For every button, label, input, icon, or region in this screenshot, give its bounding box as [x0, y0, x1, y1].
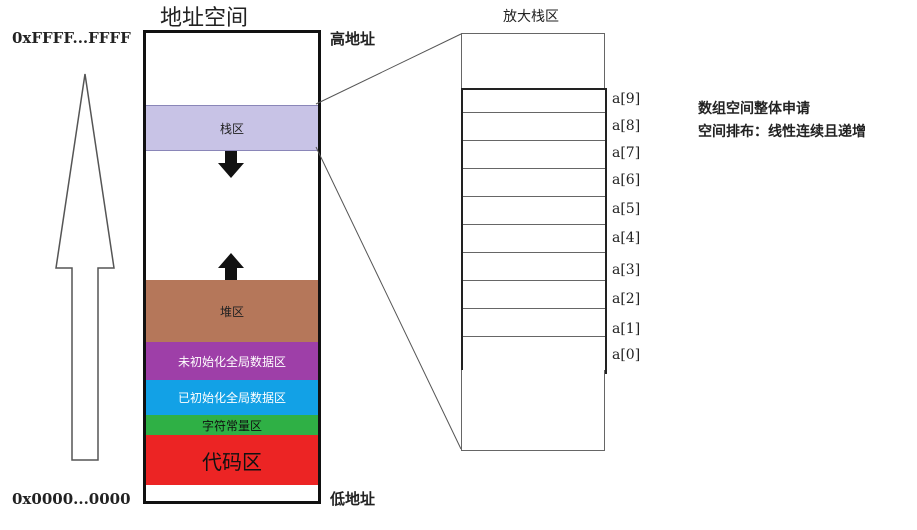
array-cell — [463, 280, 605, 309]
array-cell — [463, 140, 605, 169]
zoom-stack-title: 放大栈区 — [503, 9, 559, 25]
data-region-label: 已初始化全局数据区 — [177, 391, 286, 405]
bss-region: 未初始化全局数据区 — [146, 342, 318, 380]
note-line-1: 数组空间整体申请 — [698, 101, 810, 117]
array-cell — [463, 308, 605, 337]
array-cell — [463, 112, 605, 141]
address-space-title: 地址空间 — [160, 6, 249, 31]
array-index-label: a[4] — [612, 230, 641, 246]
array-index-label: a[7] — [612, 145, 641, 161]
rodata-region: 字符常量区 — [146, 415, 318, 435]
code-region-label: 代码区 — [202, 449, 262, 474]
memory-layout: 栈区 堆区 未初始化全局数据区 已初始化全局数据区 字符常量区 代码区 — [143, 30, 321, 504]
address-direction-arrow — [55, 73, 115, 461]
array-cell — [463, 224, 605, 253]
array-index-label: a[3] — [612, 262, 641, 278]
low-address-label: 低地址 — [330, 490, 376, 508]
stack-zoom-bottom — [461, 370, 605, 451]
array-cell — [463, 252, 605, 281]
array-cell — [463, 336, 605, 365]
high-address-hex: 0xFFFF...FFFF — [12, 29, 131, 47]
high-address-label: 高地址 — [330, 30, 376, 48]
note-line-2: 空间排布：线性连续且递增 — [698, 124, 866, 140]
array-index-label: a[5] — [612, 201, 641, 217]
array-cell — [463, 168, 605, 197]
heap-region: 堆区 — [146, 280, 318, 342]
array-index-label: a[1] — [612, 321, 641, 337]
array-index-label: a[2] — [612, 291, 641, 307]
array-index-label: a[9] — [612, 91, 641, 107]
bss-region-label: 未初始化全局数据区 — [177, 354, 286, 369]
up-arrow-icon — [218, 253, 244, 280]
array-cell — [463, 196, 605, 225]
data-region: 已初始化全局数据区 — [146, 380, 318, 415]
stack-zoom-top — [461, 33, 605, 89]
array-block — [461, 88, 607, 374]
heap-region-label: 堆区 — [219, 304, 244, 319]
down-arrow-icon — [218, 151, 244, 178]
array-index-label: a[6] — [612, 172, 641, 188]
array-index-label: a[0] — [612, 347, 641, 363]
array-index-label: a[8] — [612, 118, 641, 134]
rodata-region-label: 字符常量区 — [201, 418, 262, 433]
code-region: 代码区 — [146, 435, 318, 485]
stack-region: 栈区 — [146, 105, 318, 151]
stack-region-label: 栈区 — [219, 121, 244, 136]
low-address-hex: 0x0000...0000 — [12, 490, 131, 508]
